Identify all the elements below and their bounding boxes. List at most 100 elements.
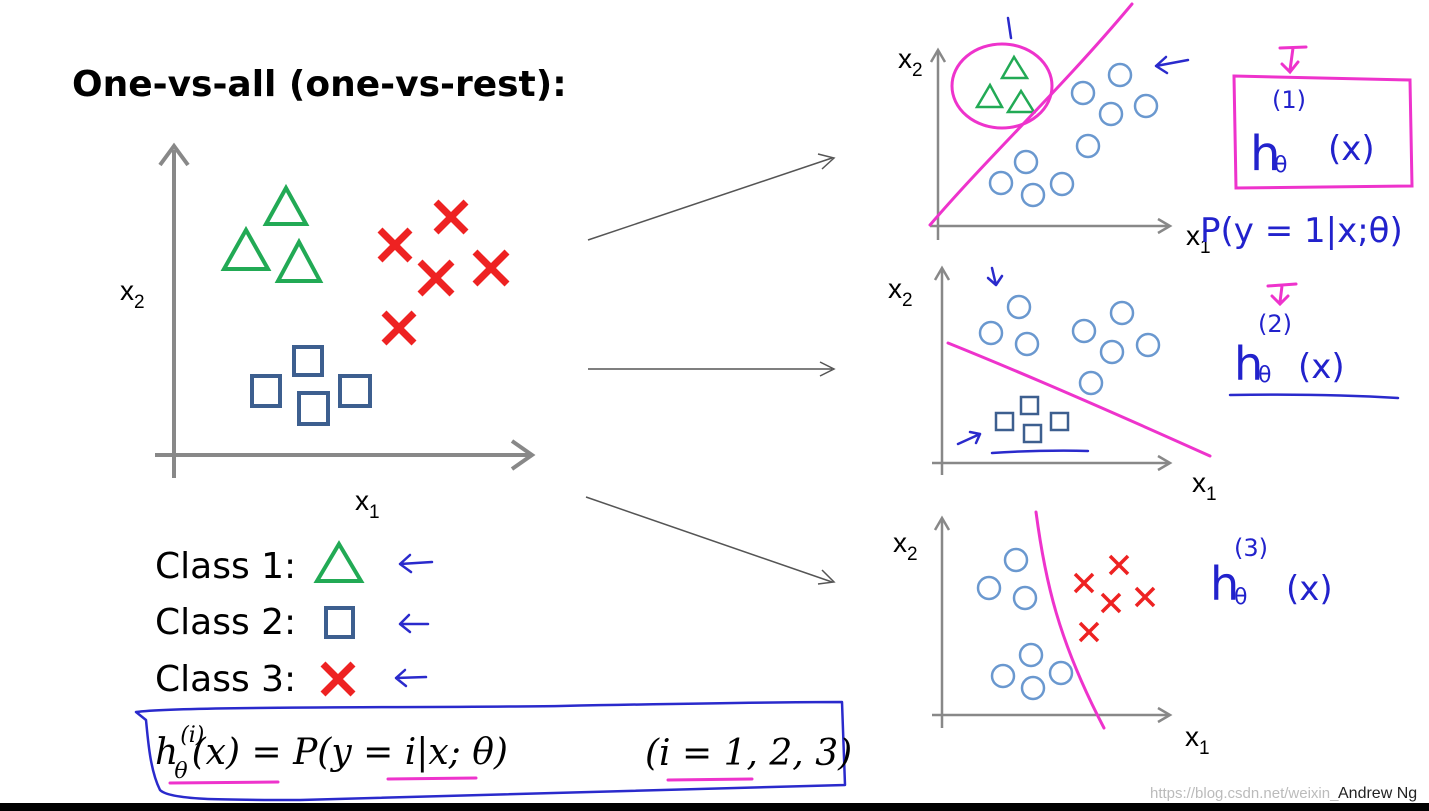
h2-theta: θ bbox=[1258, 363, 1271, 388]
main-x-arrowhead bbox=[510, 439, 536, 471]
rest-point bbox=[1018, 642, 1044, 668]
rest-point bbox=[1107, 62, 1133, 88]
author-credit: Andrew Ng bbox=[1338, 785, 1417, 802]
rest-point bbox=[1020, 675, 1046, 701]
main-x-label: x1 bbox=[355, 485, 380, 523]
formula-highlight-box bbox=[134, 700, 847, 802]
rest-point bbox=[1078, 370, 1104, 396]
h2-superscript: (2) bbox=[1258, 310, 1292, 338]
underline-mark bbox=[386, 776, 478, 781]
cross-point bbox=[1134, 586, 1156, 608]
rest-point bbox=[978, 320, 1004, 346]
triangle-point bbox=[999, 54, 1030, 80]
rest-point bbox=[1048, 660, 1074, 686]
subplot3-x-label: x1 bbox=[1185, 721, 1210, 759]
cross-point bbox=[433, 199, 469, 235]
rest-point bbox=[1075, 133, 1101, 159]
square-point bbox=[1049, 411, 1070, 432]
h1-theta: θ bbox=[1274, 153, 1287, 178]
subplot3-y-label: x2 bbox=[893, 527, 918, 565]
h2-argument: (x) bbox=[1298, 347, 1345, 387]
legend-square-icon bbox=[324, 606, 355, 639]
subplot2-x-label: x1 bbox=[1192, 467, 1217, 505]
class1-highlight-circle bbox=[950, 42, 1054, 130]
square-point bbox=[1019, 395, 1040, 416]
cross-point bbox=[1078, 621, 1100, 643]
underline-mark bbox=[990, 449, 1090, 455]
legend-class1-label: Class 1: bbox=[155, 546, 296, 587]
legend: Class 1: Class 2: Class 3: bbox=[155, 540, 434, 700]
annotation-h3: h θ (3) (x) bbox=[1210, 534, 1333, 611]
h1-argument: (x) bbox=[1328, 129, 1375, 169]
h1-h: h bbox=[1250, 126, 1280, 182]
subplot1-y-label: x2 bbox=[898, 43, 923, 81]
subplot1-x-label: x1 bbox=[1186, 220, 1211, 258]
triangle-point bbox=[262, 183, 310, 226]
cross-point bbox=[417, 259, 455, 297]
rest-point bbox=[990, 663, 1016, 689]
subplot-2: x2 x1 bbox=[888, 265, 1217, 505]
subplot2-y-label: x2 bbox=[888, 273, 913, 311]
rest-point bbox=[1099, 339, 1125, 365]
hand-arrow-icon bbox=[1154, 55, 1190, 75]
watermark-text: https://blog.csdn.net/weixin_ bbox=[1150, 785, 1339, 802]
rest-point bbox=[976, 575, 1002, 601]
rest-point bbox=[1006, 294, 1032, 320]
cross-point bbox=[381, 310, 417, 346]
hand-arrow-icon bbox=[986, 266, 1004, 287]
arrow-to-plot-1 bbox=[587, 157, 833, 241]
formula: h(i)θ(x) = P(y = i|x; θ) (i = 1, 2, 3) bbox=[134, 700, 852, 802]
main-plot: x2 x1 bbox=[120, 142, 536, 523]
hand-arrow-icon bbox=[394, 668, 428, 688]
main-y-arrowhead bbox=[158, 142, 190, 167]
rest-point bbox=[1020, 182, 1046, 208]
hand-arrow-icon bbox=[398, 553, 434, 574]
legend-cross-icon bbox=[320, 661, 356, 697]
cross-point bbox=[1100, 592, 1122, 614]
slide-title: One-vs-all (one-vs-rest): bbox=[72, 64, 567, 105]
hand-arrow-icon bbox=[1266, 282, 1298, 307]
rest-point bbox=[1109, 300, 1135, 326]
legend-triangle-icon bbox=[313, 540, 365, 583]
tick-mark bbox=[1006, 16, 1013, 40]
underline-mark bbox=[666, 777, 754, 782]
square-point bbox=[1022, 423, 1043, 444]
legend-class3-label: Class 3: bbox=[155, 659, 296, 700]
rest-point bbox=[1012, 585, 1038, 611]
h3-argument: (x) bbox=[1286, 569, 1333, 609]
square-point bbox=[292, 345, 324, 377]
subplot-1: x2 x1 bbox=[898, 2, 1211, 258]
decision-boundary-3 bbox=[1034, 510, 1106, 730]
annotation-h2: h θ (2) (x) bbox=[1228, 282, 1400, 400]
underline-mark bbox=[1228, 393, 1400, 400]
cross-point bbox=[472, 249, 510, 287]
triangle-point bbox=[220, 225, 272, 271]
triangle-point bbox=[274, 237, 324, 283]
triangle-point bbox=[1005, 88, 1037, 114]
hand-arrow-icon bbox=[398, 613, 430, 634]
h1-superscript: (1) bbox=[1272, 86, 1306, 114]
legend-class2-label: Class 2: bbox=[155, 602, 296, 643]
bottom-bar bbox=[0, 803, 1429, 811]
rest-point bbox=[1071, 318, 1097, 344]
cross-point bbox=[377, 227, 413, 263]
main-y-label: x2 bbox=[120, 275, 145, 313]
rest-point bbox=[1014, 331, 1040, 357]
h3-superscript: (3) bbox=[1234, 534, 1268, 562]
h2-h: h bbox=[1234, 337, 1263, 391]
rest-point bbox=[988, 170, 1014, 196]
mapping-arrows bbox=[585, 153, 836, 585]
h3-theta: θ bbox=[1234, 585, 1247, 610]
formula-hypothesis: h(i)θ(x) = P(y = i|x; θ) bbox=[155, 723, 508, 784]
underline-mark bbox=[168, 780, 280, 785]
square-point bbox=[250, 374, 282, 408]
rest-point bbox=[1135, 332, 1161, 358]
decision-boundary-1 bbox=[928, 2, 1134, 227]
hand-arrow-icon bbox=[1278, 45, 1308, 75]
rest-point bbox=[1013, 149, 1039, 175]
arrow-to-plot-3 bbox=[585, 496, 833, 583]
annotation-h1: h θ (1) (x) bbox=[1232, 45, 1414, 190]
probability-annotation: P(y = 1|x;θ) bbox=[1200, 211, 1403, 251]
